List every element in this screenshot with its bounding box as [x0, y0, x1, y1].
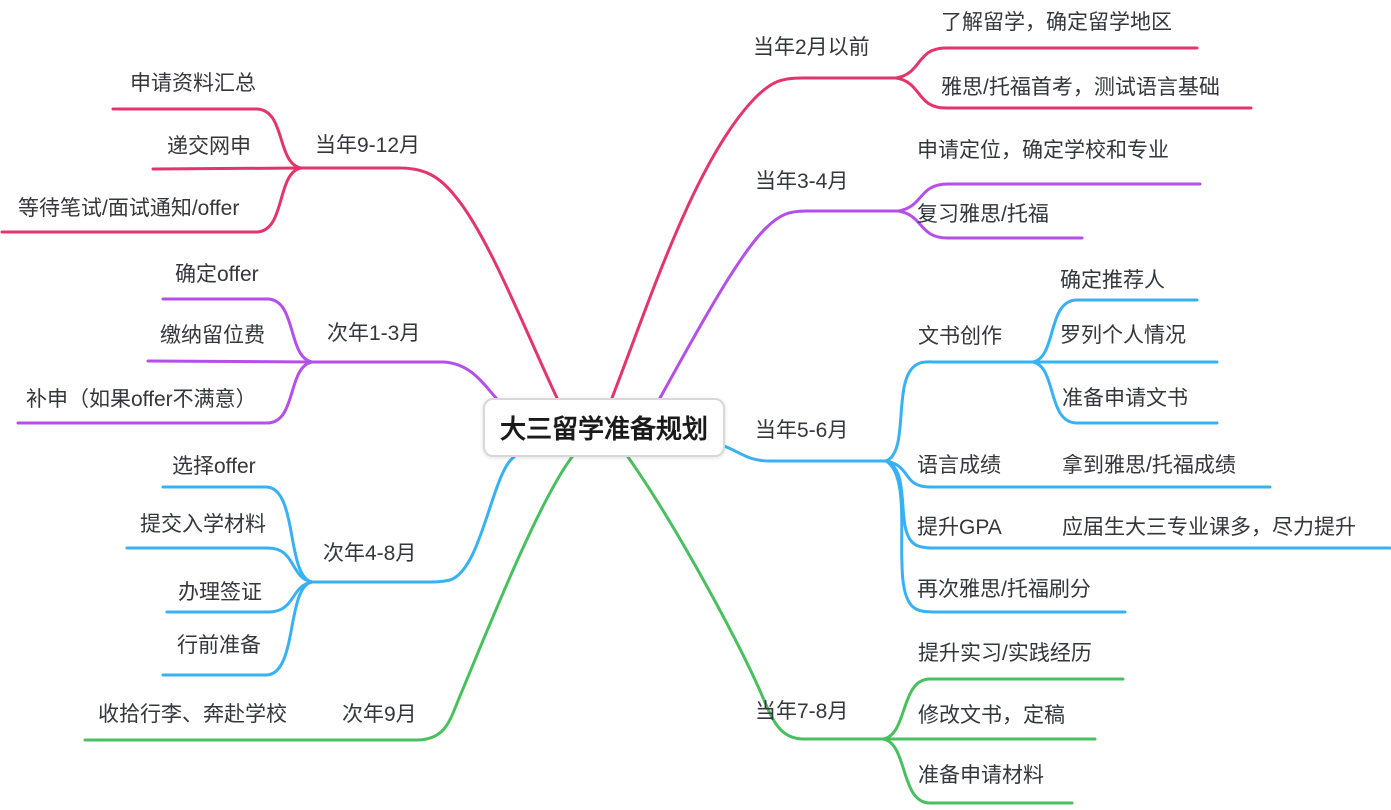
period-node-left-sep-dec[interactable]: 当年9-12月: [315, 134, 421, 157]
group-node-essay[interactable]: 文书创作: [918, 325, 1002, 348]
branch-lines-left-jan-mar: [16, 297, 499, 425]
item-node[interactable]: 准备申请材料: [918, 764, 1044, 787]
branch-lines-right-feb: [610, 46, 1253, 400]
item-node[interactable]: 选择offer: [172, 455, 256, 478]
item-node[interactable]: 准备申请文书: [1062, 387, 1188, 410]
item-node[interactable]: 确定推荐人: [1060, 269, 1165, 292]
period-node-right-feb[interactable]: 当年2月以前: [753, 36, 870, 59]
branch-lines-left-sep-dec: [0, 107, 559, 400]
period-node-left-sep[interactable]: 次年9月: [342, 703, 417, 726]
item-node[interactable]: 罗列个人情况: [1060, 324, 1186, 347]
item-node[interactable]: 拿到雅思/托福成绩: [1062, 454, 1236, 477]
item-node[interactable]: 收拾行李、奔赴学校: [98, 703, 287, 726]
group-node-language-score[interactable]: 语言成绩: [917, 454, 1001, 477]
period-node-right-may-jun[interactable]: 当年5-6月: [755, 419, 849, 442]
item-node[interactable]: 提升实习/实践经历: [918, 642, 1092, 665]
item-node[interactable]: 应届生大三专业课多，尽力提升: [1062, 516, 1356, 539]
branch-lines-right-mar-apr: [658, 182, 1202, 400]
item-node[interactable]: 办理签证: [178, 581, 262, 604]
item-node[interactable]: 补申（如果offer不满意）: [26, 388, 257, 411]
branch-lines-left-sep: [83, 455, 574, 742]
item-node[interactable]: 了解留学，确定留学地区: [941, 11, 1172, 34]
branch-lines-right-may-jun: [722, 298, 1391, 614]
item-node[interactable]: 申请资料汇总: [130, 72, 256, 95]
item-node[interactable]: 雅思/托福首考，测试语言基础: [941, 76, 1220, 99]
item-node[interactable]: 缴纳留位费: [160, 324, 265, 347]
center-topic[interactable]: 大三留学准备规划: [483, 398, 725, 457]
item-node[interactable]: 修改文书，定稿: [918, 704, 1065, 727]
branch-lines-left-apr-aug: [125, 455, 516, 677]
item-node[interactable]: 复习雅思/托福: [917, 203, 1049, 226]
item-node[interactable]: 递交网申: [167, 135, 251, 158]
group-node-gpa[interactable]: 提升GPA: [917, 516, 1002, 539]
item-node[interactable]: 等待笔试/面试通知/offer: [18, 197, 240, 220]
item-node[interactable]: 提交入学材料: [140, 513, 266, 536]
item-node[interactable]: 申请定位，确定学校和专业: [917, 139, 1169, 162]
period-node-right-mar-apr[interactable]: 当年3-4月: [755, 170, 849, 193]
period-node-left-jan-mar[interactable]: 次年1-3月: [327, 322, 421, 345]
item-node[interactable]: 确定offer: [175, 263, 259, 286]
period-node-right-jul-aug[interactable]: 当年7-8月: [755, 700, 849, 723]
item-node[interactable]: 行前准备: [177, 634, 261, 657]
branch-lines-right-jul-aug: [626, 455, 1125, 805]
period-node-left-apr-aug[interactable]: 次年4-8月: [323, 542, 417, 565]
group-node-retake-tests[interactable]: 再次雅思/托福刷分: [917, 578, 1091, 601]
